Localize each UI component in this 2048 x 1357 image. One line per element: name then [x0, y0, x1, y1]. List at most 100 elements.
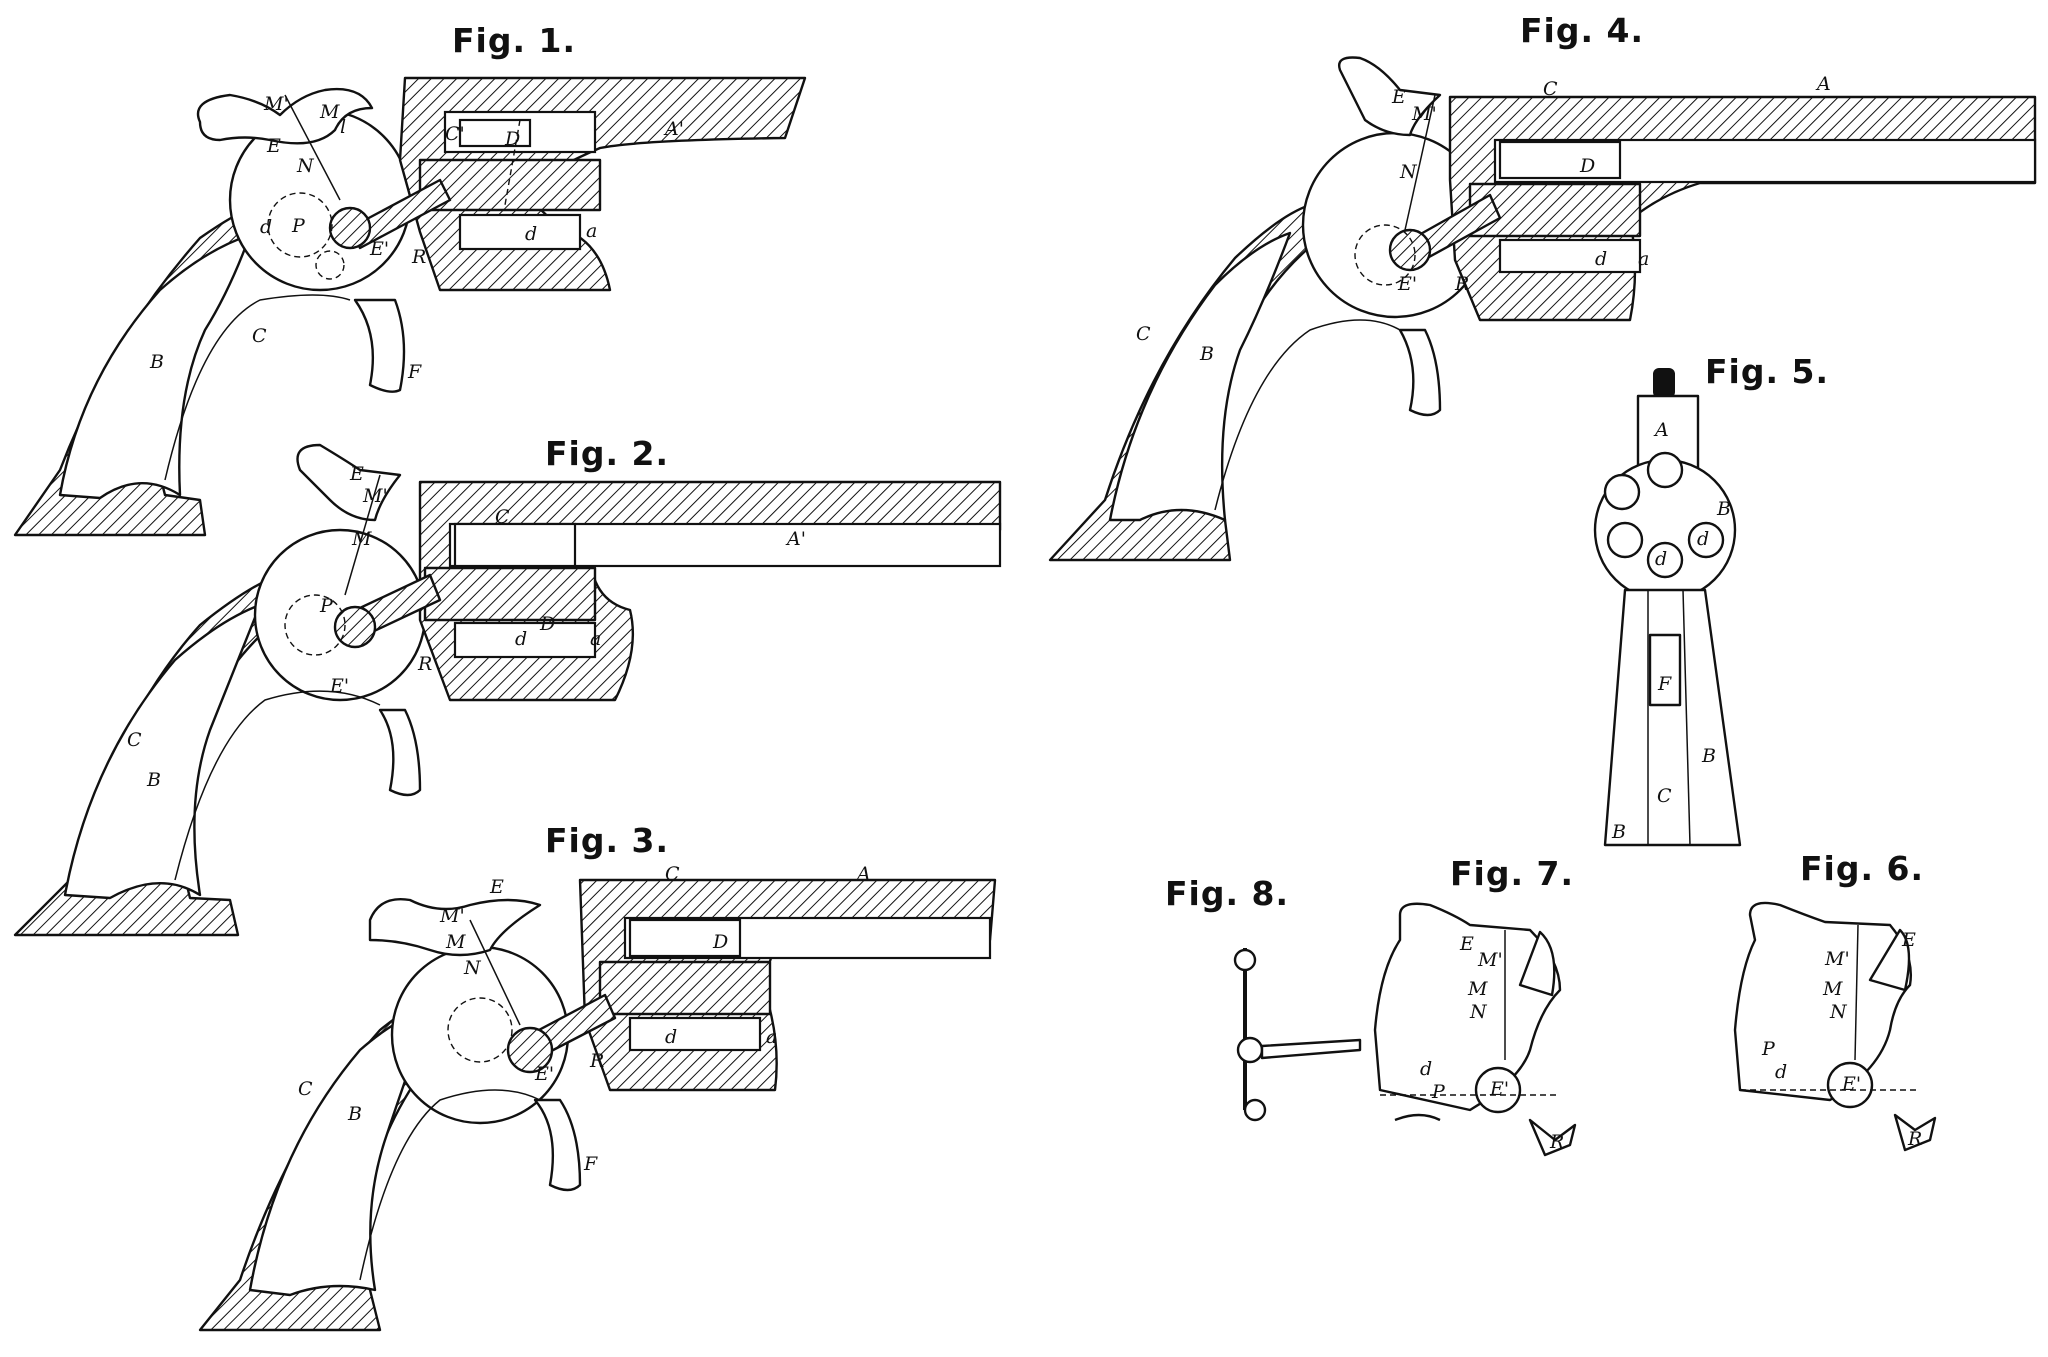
- mainspring-rod: [1854, 924, 1859, 1061]
- part-letter: d: [1595, 248, 1607, 270]
- cylinder-section: [423, 566, 597, 622]
- part-letter: E: [1391, 86, 1406, 108]
- part-letter: a: [586, 220, 597, 242]
- part-letter: M': [1824, 948, 1850, 970]
- part-letter: N: [1469, 1001, 1488, 1023]
- lower-chamber: [628, 1016, 762, 1052]
- figure-6: Fig. 6. E M' M N P E' R d: [1733, 849, 1937, 1152]
- trigger-slot: [1648, 633, 1682, 707]
- pin-head: [333, 605, 377, 649]
- hammer-spur: [1518, 930, 1556, 997]
- figure-2-label: Fig. 2.: [545, 434, 669, 473]
- part-letter: P: [1431, 1081, 1446, 1103]
- ratchet-outline: [284, 594, 346, 656]
- cartridge-chamber: [628, 918, 742, 958]
- part-letter: a: [590, 628, 601, 650]
- mainspring-rod: [344, 474, 381, 596]
- part-letter: C: [665, 863, 680, 885]
- spring-arm: [1260, 1038, 1362, 1060]
- hammer: [296, 443, 402, 522]
- part-letter: M: [351, 528, 372, 550]
- part-letter: E': [369, 238, 389, 260]
- part-letter: M: [445, 931, 466, 953]
- trigger-guard: [1214, 319, 1401, 511]
- part-letter: C: [1657, 785, 1672, 807]
- ratchet-outline: [1354, 224, 1416, 286]
- part-letter: d: [1655, 548, 1667, 570]
- part-letter: B: [347, 1103, 362, 1125]
- part-letter: C: [298, 1078, 313, 1100]
- grip-rear-view: [1603, 588, 1742, 847]
- front-sight: [1653, 368, 1675, 398]
- part-letter: F: [1657, 673, 1672, 695]
- part-letter: R: [1907, 1128, 1922, 1150]
- figure-3-label: Fig. 3.: [545, 821, 669, 860]
- part-letter: M: [1467, 978, 1488, 1000]
- part-letter: M': [1411, 103, 1437, 125]
- part-letter: A: [1815, 73, 1831, 95]
- chamber: [1646, 541, 1684, 579]
- leader-line: [504, 119, 521, 206]
- mainspring-rod: [469, 919, 521, 1026]
- grip-panel: [58, 233, 252, 500]
- trigger: [378, 708, 422, 797]
- cylinder-section: [1468, 182, 1642, 238]
- part-letter: A': [785, 528, 806, 550]
- part-letter: d: [1420, 1058, 1432, 1080]
- part-letter: d: [525, 223, 537, 245]
- figure-8: Fig. 8.: [1165, 874, 1362, 1122]
- part-letter: d: [1775, 1061, 1787, 1083]
- mainspring-rod: [1404, 94, 1436, 231]
- part-letter: d: [515, 628, 527, 650]
- part-letter: C: [127, 729, 142, 751]
- part-letter: M: [319, 101, 340, 123]
- trigger-stub: [1528, 1118, 1577, 1157]
- part-letter: d: [665, 1026, 677, 1048]
- part-letter: P: [291, 215, 306, 237]
- trigger: [533, 1098, 582, 1192]
- part-letter: P: [1761, 1038, 1776, 1060]
- ratchet-outline: [447, 997, 513, 1063]
- lower-chamber: [1498, 238, 1642, 274]
- lower-chamber: [458, 213, 582, 251]
- part-letter: F: [407, 361, 422, 383]
- part-letter: E: [489, 876, 504, 898]
- part-letter: C: [1543, 78, 1558, 100]
- part-letter: M': [1477, 949, 1503, 971]
- part-letter: a: [766, 1026, 777, 1048]
- pivot-outline: [315, 250, 345, 280]
- figure-5-label: Fig. 5.: [1705, 352, 1829, 391]
- hammer: [368, 898, 542, 957]
- part-letter: M': [439, 905, 465, 927]
- part-letter: E: [1459, 933, 1474, 955]
- figure-7: Fig. 7. E M' M N P E' R d: [1373, 854, 1577, 1157]
- trigger-stub: [1893, 1113, 1937, 1152]
- trigger-guard: [359, 1089, 541, 1281]
- part-letter: C: [252, 325, 267, 347]
- part-letter: R: [589, 1050, 604, 1072]
- figure-1: Fig. 1. M' M E l N C' D A' d P E': [13, 21, 807, 537]
- lever-pivot: [1236, 1036, 1264, 1064]
- part-letter: B: [1611, 821, 1626, 843]
- part-letter: D: [712, 931, 728, 953]
- chamber: [1687, 521, 1725, 559]
- part-letter: R: [1454, 273, 1469, 295]
- pin-stub: [1394, 1113, 1441, 1122]
- part-letter: E': [1841, 1073, 1861, 1095]
- part-letter: M': [362, 485, 388, 507]
- lock-plate: [1373, 902, 1562, 1112]
- chamber: [1606, 521, 1644, 559]
- lower-chamber: [453, 621, 597, 659]
- hammer-axle: [1474, 1066, 1522, 1114]
- hammer: [196, 87, 374, 145]
- part-letter: B: [1716, 498, 1731, 520]
- part-letter: A: [855, 863, 871, 885]
- part-letter: B: [1701, 745, 1716, 767]
- hammer-spur: [1868, 928, 1911, 992]
- cartridge-chamber: [453, 522, 577, 568]
- part-letter: D: [539, 613, 555, 635]
- figure-5: Fig. 5. A B d d F B C B: [1593, 352, 1829, 847]
- part-letter: A': [663, 118, 684, 140]
- cylinder-section: [418, 158, 602, 212]
- trigger: [1398, 328, 1442, 417]
